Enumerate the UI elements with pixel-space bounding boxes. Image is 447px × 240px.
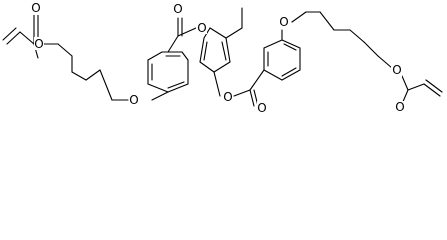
chemical-structure-diagram: O O O O O O O O O O — [2, 1, 443, 115]
atom-o-ether-right: O — [279, 15, 288, 29]
atom-o-carbonyl-left: O — [31, 1, 40, 15]
right-hexyl-chain — [291, 11, 393, 69]
atom-o-carbonyl-right: O — [395, 100, 404, 114]
right-acrylate-group — [401, 75, 443, 105]
atom-o-ester-mid: O — [197, 21, 206, 35]
central-benzene-ring — [199, 7, 243, 97]
atom-o-ester-left: O — [34, 37, 43, 51]
atom-o-ether-left: O — [129, 93, 138, 107]
atom-o-carbonyl-mid: O — [173, 2, 182, 16]
left-hexyl-chain — [43, 43, 129, 101]
right-benzene-ring — [263, 29, 301, 81]
right-ester-linkage — [233, 69, 265, 107]
left-ester-linkage — [177, 17, 197, 37]
left-acrylate-group — [2, 13, 39, 59]
left-benzene-ring — [147, 35, 189, 101]
atom-o-carbonyl-mid2: O — [257, 101, 266, 115]
atom-o-ester-right: O — [392, 63, 401, 77]
atom-labels: O O O O O O O O O O — [31, 1, 406, 115]
atom-o-ester-mid2: O — [223, 90, 232, 104]
